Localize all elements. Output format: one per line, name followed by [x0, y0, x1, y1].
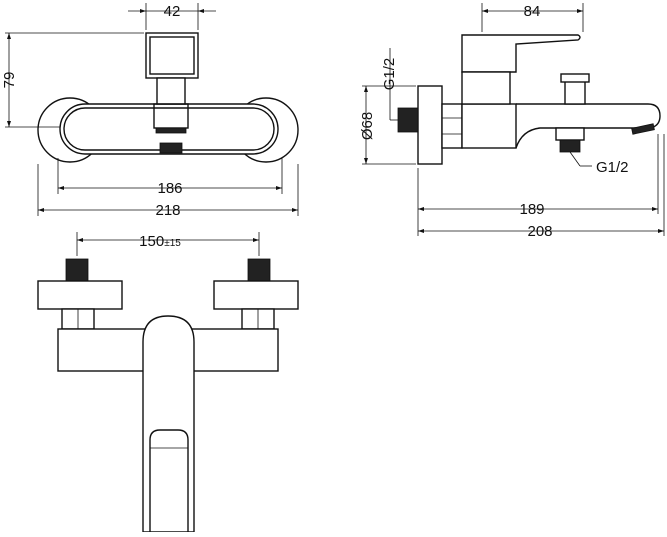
- dim-208-label: 208: [527, 223, 552, 240]
- dim-218-label: 218: [155, 202, 180, 219]
- dim-79-label: 79: [1, 72, 18, 89]
- dim-diameter-label: Ø68: [359, 112, 376, 140]
- dim-84-label: 84: [524, 3, 541, 20]
- side-body: [461, 103, 517, 149]
- dim-186-label: 186: [157, 180, 182, 197]
- side-spout: [515, 103, 661, 149]
- lever-top: [145, 32, 199, 79]
- outlet-thread-label: G1/2: [596, 159, 629, 176]
- front-view: [37, 232, 299, 533]
- front-lever: [142, 315, 195, 533]
- right-inlet-thread: [247, 258, 271, 282]
- top-view: [5, 3, 299, 216]
- right-front-flange: [213, 280, 299, 310]
- side-outlet-thread: [559, 139, 581, 153]
- inlet-thread: [397, 107, 419, 133]
- side-nut: [441, 103, 463, 149]
- side-lever: [461, 34, 581, 73]
- dim-150-label: 150±15: [139, 233, 181, 250]
- side-view: [362, 3, 665, 236]
- left-inlet-thread: [65, 258, 89, 282]
- outlet-thread: [159, 142, 183, 154]
- diverter-knob: [156, 77, 186, 105]
- left-front-flange: [37, 280, 123, 310]
- dim-150-tolerance: ±15: [164, 238, 181, 249]
- inlet-thread-label: G1/2: [381, 58, 398, 91]
- dim-150-value: 150: [139, 233, 164, 250]
- dim-42-label: 42: [164, 3, 181, 20]
- side-flange: [417, 85, 443, 165]
- dim-189-label: 189: [519, 201, 544, 218]
